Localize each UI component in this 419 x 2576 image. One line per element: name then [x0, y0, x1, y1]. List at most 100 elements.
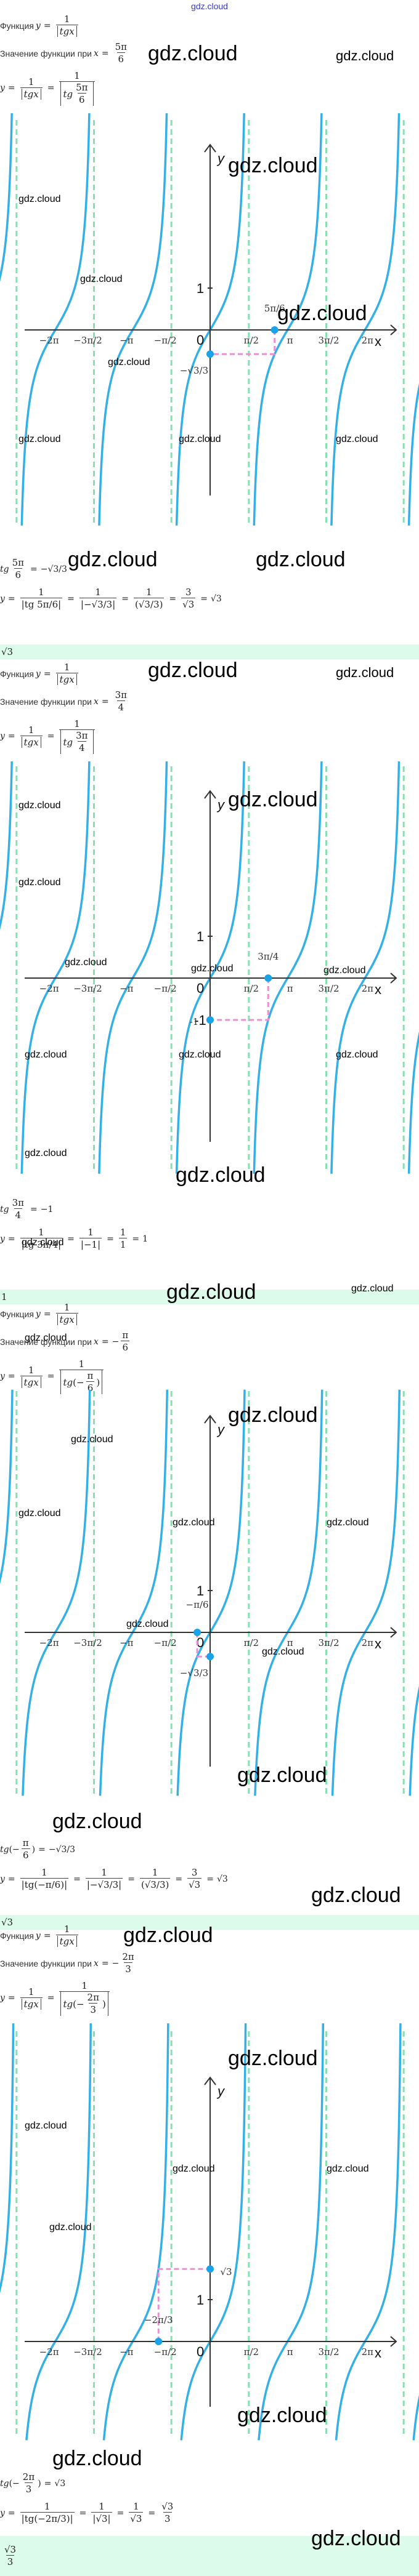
numerator: 1 — [38, 587, 44, 598]
denominator: tgx — [55, 1935, 78, 1948]
value-label: Значение функции при — [0, 696, 92, 707]
watermark: gdz.cloud — [22, 1237, 64, 1248]
watermark: gdz.cloud — [336, 48, 394, 63]
calculation-line: y=1|tg(−π/6)|=1|−√3/3|=1(√3/3)=3√3=√3 — [0, 1867, 228, 1891]
x-tick-label: −π — [120, 983, 134, 994]
tg: tg — [63, 88, 73, 100]
numerator: 5π — [12, 557, 24, 568]
x-tick-label: 2π — [362, 1637, 374, 1648]
paren-close: ) — [31, 1844, 36, 1855]
numerator: 1 — [28, 1986, 35, 1997]
y-tick-label: 1 — [197, 929, 204, 944]
watermark: gdz.cloud — [228, 2047, 318, 2070]
equals: = — [128, 1874, 135, 1884]
x-tick-label: −π — [120, 1637, 134, 1648]
denominator: |−√3/3| — [79, 598, 117, 610]
calc-value: 1 — [142, 1234, 148, 1244]
var-x: x — [93, 48, 99, 58]
tg-result: −1 — [40, 1204, 54, 1214]
tgx: tgx — [57, 26, 77, 37]
equals: = — [7, 731, 15, 741]
denominator: (√3/3) — [139, 1878, 171, 1890]
tangent-branch — [0, 2023, 15, 2293]
denominator: 3 — [163, 2512, 172, 2524]
tangent-branch — [331, 1389, 401, 1796]
origin-label: 0 — [197, 2344, 204, 2359]
equals: = — [67, 593, 75, 604]
watermark: gdz.cloud — [148, 659, 238, 682]
denominator: |√3| — [91, 2512, 112, 2524]
watermark: gdz.cloud — [49, 2222, 92, 2233]
marked-x-label: −2π/3 — [144, 2314, 173, 2325]
watermark: gdz.cloud — [25, 1049, 67, 1060]
marked-y-label: √3 — [220, 2266, 232, 2277]
x-tick-label: π — [287, 983, 293, 994]
x-tick-label: −2π — [39, 2346, 59, 2357]
denominator: 4 — [78, 741, 86, 753]
x-tick-label: −3π/2 — [73, 1637, 102, 1648]
equals: = — [200, 593, 208, 604]
watermark: gdz.cloud — [277, 302, 367, 325]
numerator: 3 — [185, 587, 192, 598]
denominator: 6 — [121, 1341, 130, 1353]
x-tick-label: −π — [120, 335, 134, 346]
answer-row: 1 — [0, 1290, 419, 1304]
numerator: 1 — [133, 2501, 139, 2512]
denominator: 3 — [124, 1962, 132, 1975]
calc-fraction: 1|√3| — [91, 2501, 112, 2525]
equals: = — [7, 1874, 15, 1884]
y-axis-arrow — [204, 143, 216, 153]
tangent-branch — [409, 1685, 419, 1796]
denominator: 3 — [24, 2482, 33, 2495]
tangent-branch — [254, 1389, 323, 1796]
equals: = — [44, 2478, 52, 2489]
numerator: 1 — [63, 662, 70, 673]
marked-y-label: −√3/3 — [180, 1667, 208, 1679]
denominator: |tg 5π/6| — [20, 598, 63, 610]
marked-x-label: 5π/6 — [264, 303, 285, 314]
answer-value: 1 — [1, 1291, 7, 1302]
y-tick-label: 1 — [197, 281, 204, 296]
paren-open: (− — [9, 2478, 20, 2489]
tangent-branch — [22, 1389, 91, 1796]
tg: tg — [0, 1844, 9, 1855]
denominator: 3 — [89, 2003, 98, 2015]
calc-fraction: 1|−√3/3| — [79, 587, 117, 611]
tangent-branch — [407, 383, 419, 526]
numerator: π — [22, 1837, 29, 1848]
x-axis-arrow — [390, 324, 397, 335]
tg-result: −√3/3 — [40, 564, 67, 574]
watermark: gdz.cloud — [262, 1647, 304, 1657]
denominator: tgx — [20, 1997, 43, 2010]
denominator: |tg 3π/4| — [20, 1238, 63, 1250]
watermark: gdz.cloud — [65, 957, 107, 968]
equals: = — [206, 1874, 214, 1884]
var-y: y — [0, 1993, 5, 2003]
equals: = — [43, 1930, 51, 1941]
x-tick-label: −2π — [39, 983, 59, 994]
watermark: gdz.cloud — [228, 788, 318, 811]
denominator: √3 — [129, 2512, 144, 2524]
